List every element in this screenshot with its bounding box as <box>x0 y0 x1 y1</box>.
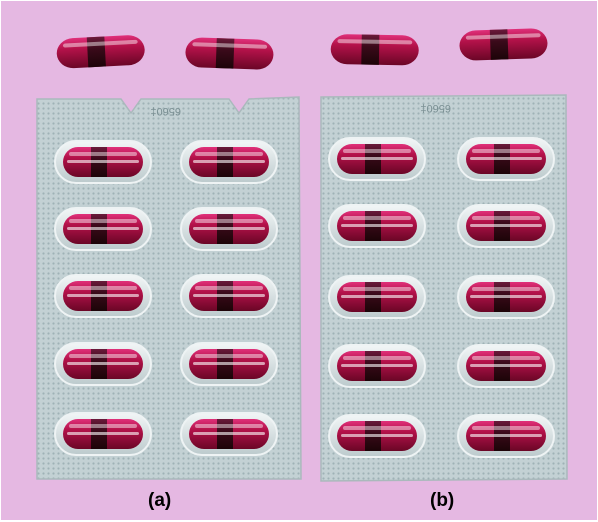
panel-label-a: (a) <box>148 490 172 511</box>
loose-capsules <box>56 27 548 71</box>
panel-label-b: (b) <box>430 490 455 511</box>
blister-pack-a: 6560‡ <box>36 96 302 480</box>
blister-pack-b: 6560‡ <box>320 94 568 482</box>
svg-text:6560‡: 6560‡ <box>420 102 451 114</box>
svg-text:6560‡: 6560‡ <box>150 105 181 117</box>
